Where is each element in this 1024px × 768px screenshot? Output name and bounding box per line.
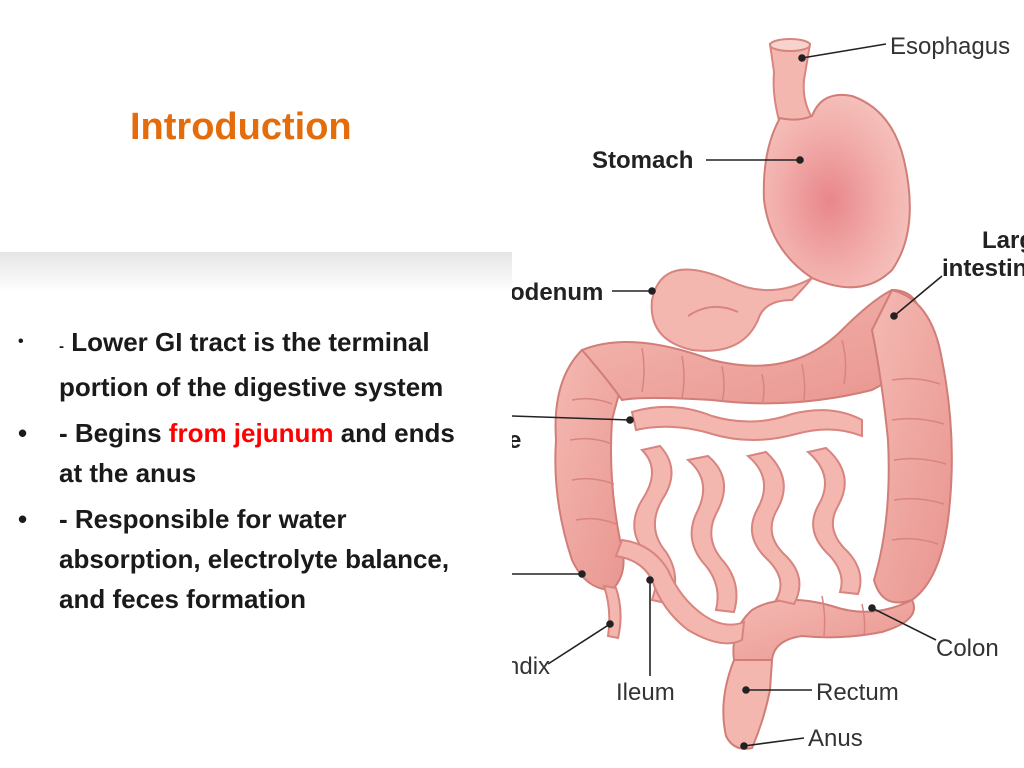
stomach-shape [762, 94, 911, 289]
label-large-intestine-2: intestin [942, 255, 1024, 282]
bullet-text: - Responsible for water absorption, elec… [59, 504, 450, 614]
digestive-system-diagram: Esophagus Stomach Larg intestin odenum e… [512, 0, 1024, 768]
bullet-item: • - Lower GI tract is the terminal porti… [18, 322, 458, 407]
label-ileum: Ileum [616, 679, 675, 706]
appendix-shape [602, 584, 622, 640]
bullet-text-post: and ends at the anus [59, 418, 455, 488]
label-anus: Anus [808, 725, 863, 752]
label-appendix: ndix [512, 653, 550, 680]
label-stomach: Stomach [592, 147, 693, 174]
bullet-marker: • [18, 504, 28, 534]
leader-lines [512, 43, 943, 750]
bullet-marker: • [18, 418, 28, 448]
descending-colon-shape [870, 288, 953, 604]
header-shadow [0, 252, 512, 292]
label-rectum: Rectum [816, 679, 899, 706]
label-colon: Colon [936, 635, 999, 662]
label-esophagus: Esophagus [890, 33, 1010, 60]
bullet-text: Lower GI tract is the terminal portion o… [59, 327, 444, 402]
slide-title: Introduction [130, 106, 352, 148]
label-duodenum: odenum [512, 279, 603, 306]
bullet-dash: - [59, 338, 64, 355]
label-jejunum-fragment: e [512, 427, 521, 454]
haustra-lines [569, 339, 947, 637]
bullet-list: • - Lower GI tract is the terminal porti… [18, 322, 458, 625]
bullet-marker: • [18, 333, 24, 350]
bullet-item: • - Responsible for water absorption, el… [18, 499, 458, 619]
bullet-item: • - Begins from jejunum and ends at the … [18, 413, 458, 493]
bullet-text-pre: - Begins [59, 418, 169, 448]
bullet-highlight: from jejunum [168, 418, 334, 448]
rectum-shape [722, 659, 774, 750]
label-large-intestine-1: Larg [982, 227, 1024, 254]
digestive-illustration: Esophagus Stomach Larg intestin odenum e… [512, 33, 1024, 752]
esophagus-shape [768, 43, 814, 126]
